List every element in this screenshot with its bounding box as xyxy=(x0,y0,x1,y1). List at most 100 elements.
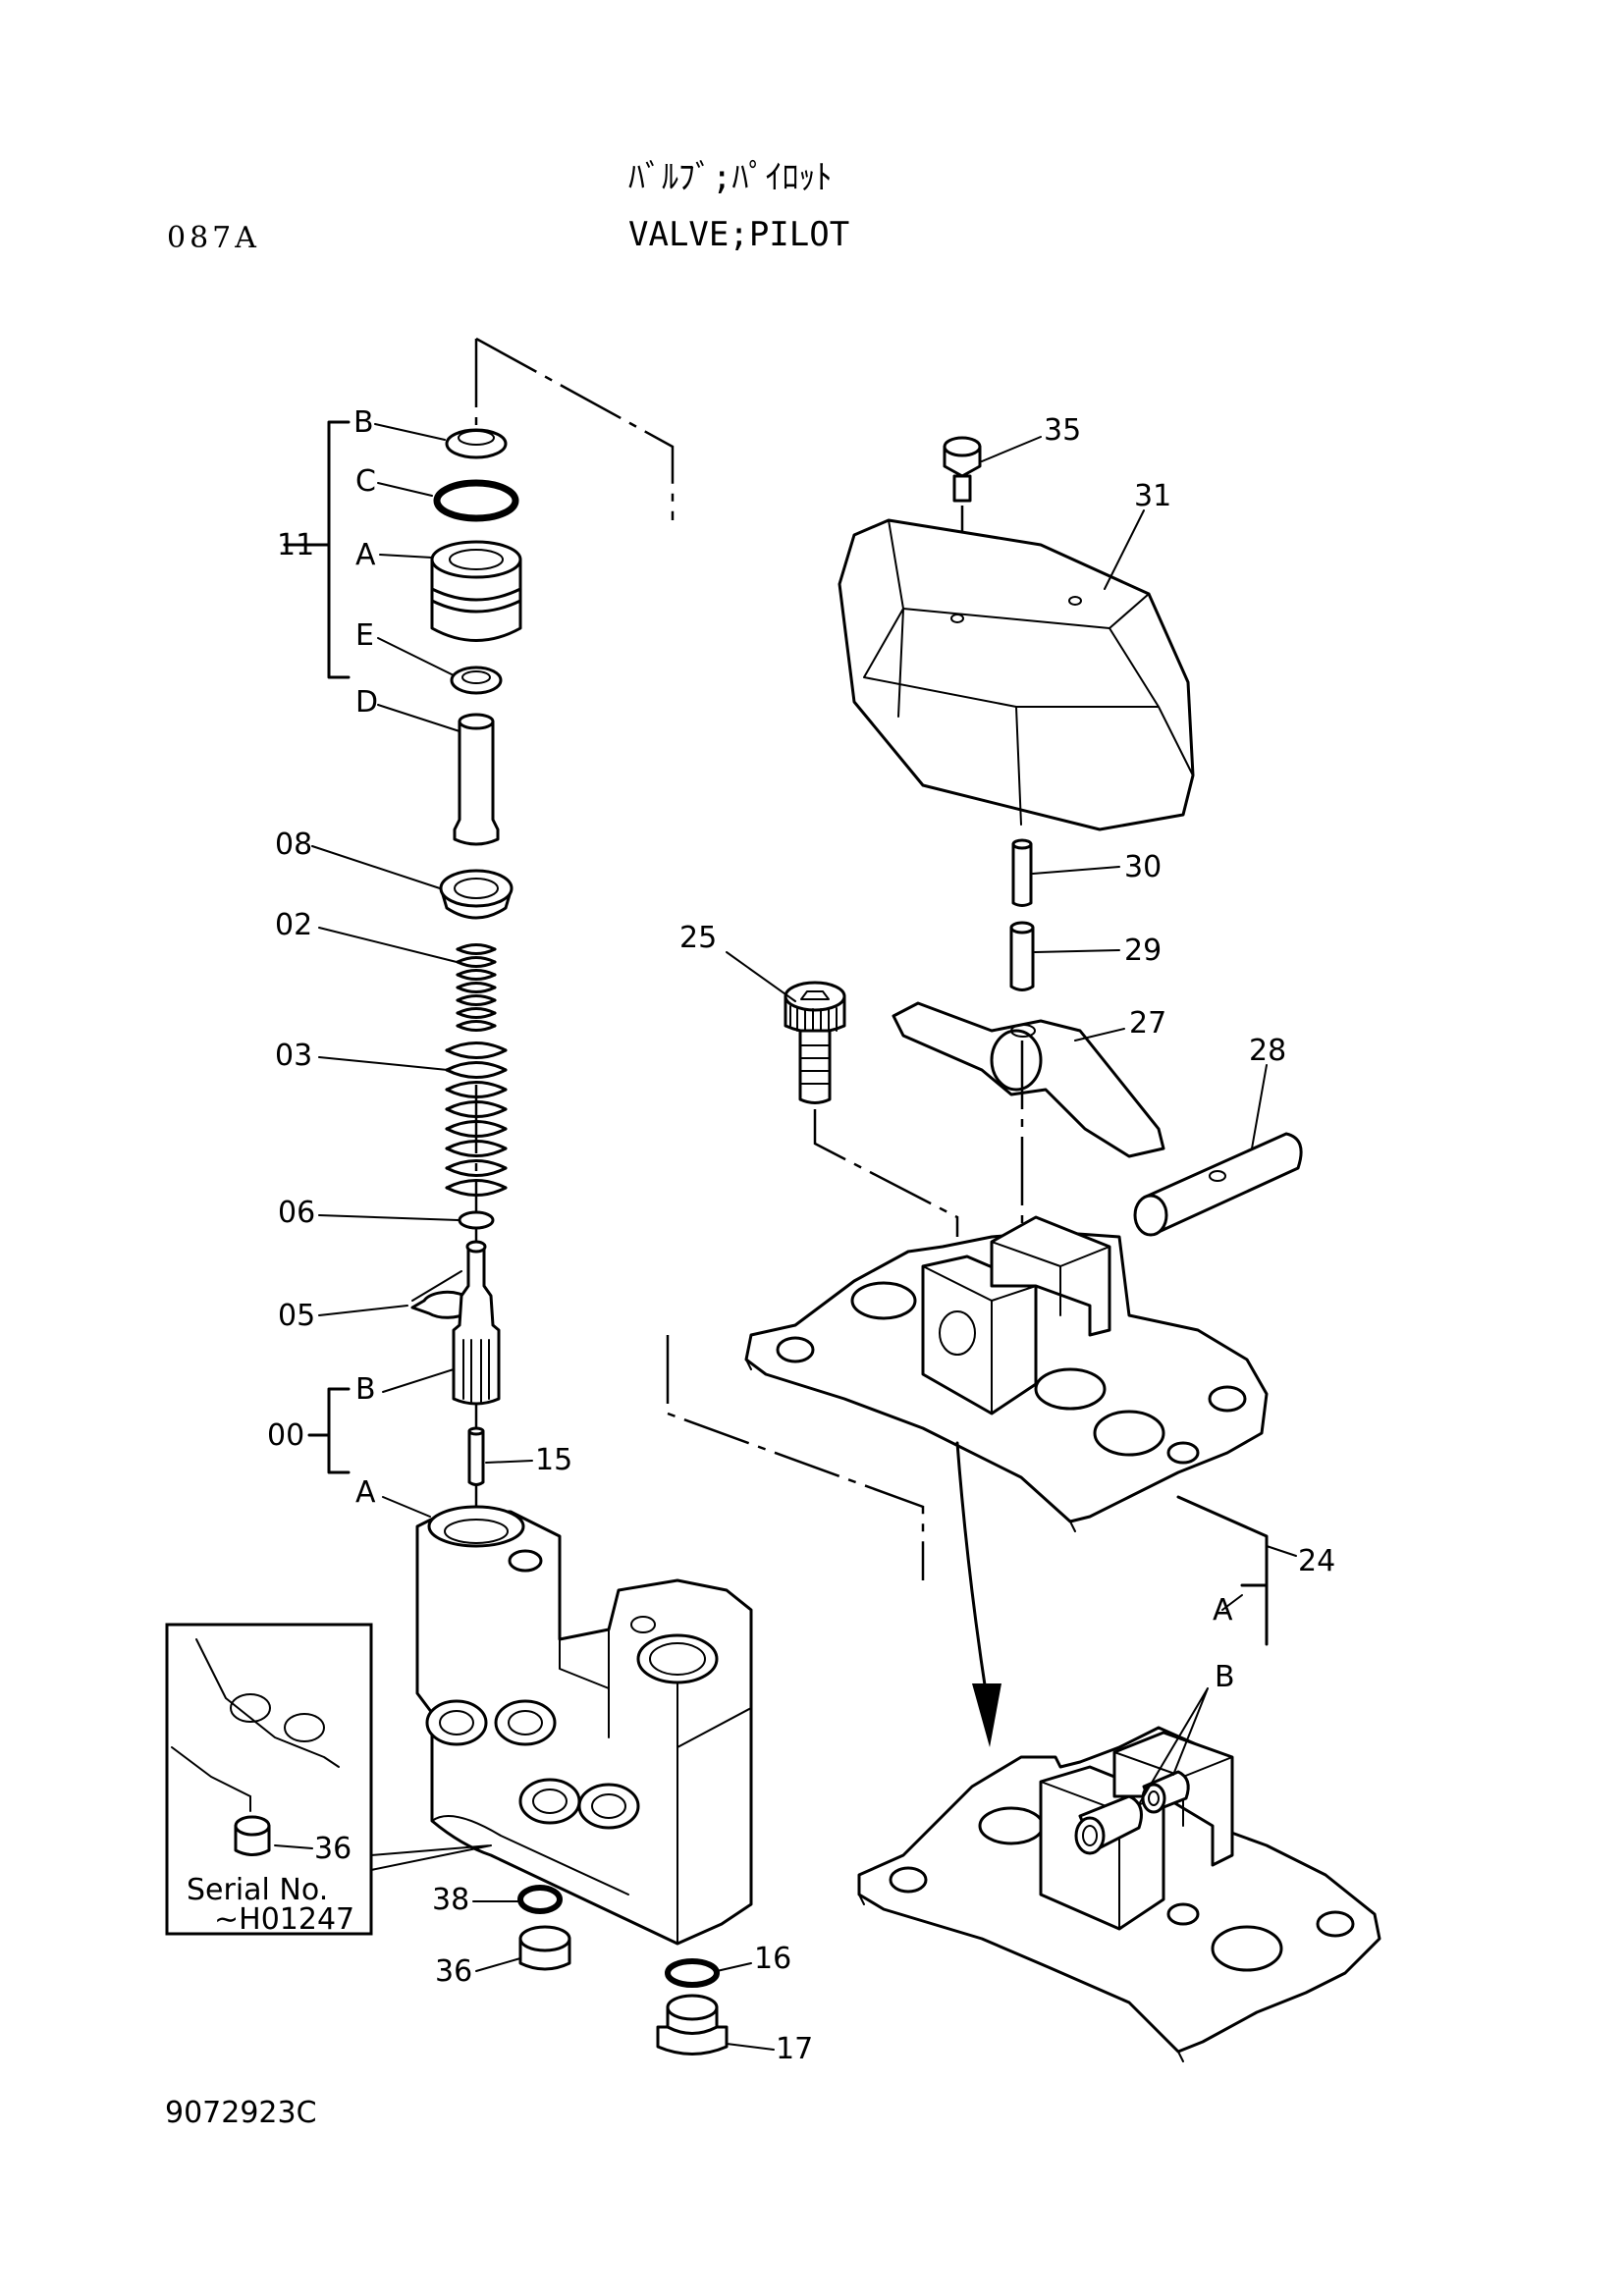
label-part-03: 03 xyxy=(275,1039,312,1073)
leader-25 xyxy=(726,951,796,1002)
part-17-plug xyxy=(656,1994,729,2056)
leader-e xyxy=(377,637,455,676)
part-29-pin xyxy=(1009,921,1035,991)
part-15-pin xyxy=(467,1426,485,1486)
part-36-plug xyxy=(518,1925,571,1971)
leader-a2 xyxy=(382,1496,431,1518)
part-00a-valve-body xyxy=(415,1505,753,1946)
part-38-o-ring xyxy=(517,1885,563,1914)
drawing-number: 9072923C xyxy=(165,2096,317,2130)
leader-a3 xyxy=(1221,1594,1243,1611)
label-part-08: 08 xyxy=(275,828,312,862)
part-31-cover xyxy=(838,518,1195,831)
part-35-bolt xyxy=(943,436,982,503)
leader-17 xyxy=(726,2043,775,2051)
label-part-16: 16 xyxy=(754,1942,791,1976)
serial-label: Serial No. xyxy=(187,1873,328,1907)
part-11b-seal xyxy=(445,428,508,459)
leader-16 xyxy=(716,1962,752,1972)
leader-b3 xyxy=(1138,1687,1209,1805)
title-english: VALVE;PILOT xyxy=(628,215,849,254)
label-sub-d: D xyxy=(355,685,378,720)
part-36-plug-inset xyxy=(234,1815,271,1856)
label-sub-a1: A xyxy=(355,538,376,572)
leader-d xyxy=(377,704,460,732)
label-part-36-inset: 36 xyxy=(314,1832,352,1866)
assembly-arrow xyxy=(955,1441,1001,1747)
part-02-spring-inner xyxy=(456,943,497,1032)
leader-08 xyxy=(311,845,441,889)
label-sub-b3: B xyxy=(1215,1660,1235,1694)
leader-c xyxy=(377,482,433,497)
label-part-17: 17 xyxy=(776,2032,813,2066)
bracket-24 xyxy=(1176,1495,1269,1646)
label-sub-c: C xyxy=(355,464,376,499)
leader-b2 xyxy=(382,1368,455,1393)
label-part-38: 38 xyxy=(432,1883,469,1917)
leader-29 xyxy=(1034,949,1120,953)
leader-a1 xyxy=(379,554,433,559)
leader-28 xyxy=(1251,1064,1268,1149)
label-part-28: 28 xyxy=(1249,1034,1286,1068)
part-11e-ring xyxy=(450,666,503,695)
reference-line-screw xyxy=(813,1109,959,1237)
part-06-washer xyxy=(458,1210,495,1230)
leader-27 xyxy=(1074,1028,1125,1041)
part-00b-spool xyxy=(452,1240,501,1406)
part-27-lever xyxy=(892,1001,1165,1158)
part-24a-plate-assembled xyxy=(857,1726,1381,2062)
page-code: 087A xyxy=(167,221,260,255)
leader-35 xyxy=(981,436,1042,462)
label-sub-e: E xyxy=(355,618,374,653)
label-sub-b2: B xyxy=(355,1372,376,1407)
label-part-02: 02 xyxy=(275,908,312,942)
label-part-36: 36 xyxy=(435,1954,472,1989)
leader-36-inset xyxy=(274,1844,313,1849)
leader-15 xyxy=(485,1460,533,1464)
label-part-35: 35 xyxy=(1044,413,1081,448)
label-part-27: 27 xyxy=(1129,1006,1166,1041)
label-group-00: 00 xyxy=(267,1418,304,1453)
part-03-spring-outer xyxy=(445,1041,508,1197)
label-group-11: 11 xyxy=(277,528,314,562)
leader-31 xyxy=(1104,509,1145,590)
part-25-socket-cap-screw xyxy=(784,981,846,1104)
serial-range: ∼H01247 xyxy=(214,1902,354,1937)
serial-inset-box: Serial No. ∼H01247 xyxy=(165,1623,373,1937)
leader-36 xyxy=(475,1957,521,1972)
leader-24 xyxy=(1266,1545,1297,1557)
leader-02 xyxy=(318,927,458,963)
leader-05 xyxy=(318,1270,462,1316)
label-part-30: 30 xyxy=(1124,850,1162,884)
label-part-25: 25 xyxy=(679,921,717,955)
reference-line-plate xyxy=(666,1335,925,1580)
part-24-base-plate xyxy=(744,1215,1269,1532)
bracket-11 xyxy=(283,420,351,679)
part-11a-sleeve xyxy=(430,540,522,642)
title-japanese: ﾊﾞﾙﾌﾞ;ﾊﾟｲﾛｯﾄ xyxy=(628,158,832,197)
part-28-pivot-pin xyxy=(1133,1132,1303,1237)
label-part-15: 15 xyxy=(535,1443,572,1477)
label-part-06: 06 xyxy=(278,1196,315,1230)
reference-line-top xyxy=(474,337,675,520)
label-part-31: 31 xyxy=(1134,479,1171,513)
bracket-00 xyxy=(307,1387,351,1474)
label-sub-b1: B xyxy=(353,405,374,440)
label-sub-a2: A xyxy=(355,1475,376,1510)
leader-06 xyxy=(318,1214,460,1221)
part-30-pin xyxy=(1011,838,1033,907)
inset-pointer xyxy=(370,1844,492,1871)
leader-30 xyxy=(1032,866,1120,875)
leader-b1 xyxy=(374,423,446,441)
part-11d-push-rod xyxy=(453,713,500,846)
label-part-29: 29 xyxy=(1124,934,1162,968)
label-part-24: 24 xyxy=(1298,1544,1335,1578)
part-16-o-ring xyxy=(665,1958,720,1988)
leader-03 xyxy=(318,1056,449,1071)
label-sub-a3: A xyxy=(1213,1593,1233,1628)
label-part-05: 05 xyxy=(278,1299,315,1333)
part-08-spring-seat xyxy=(439,869,514,920)
part-11c-o-ring xyxy=(433,479,519,522)
